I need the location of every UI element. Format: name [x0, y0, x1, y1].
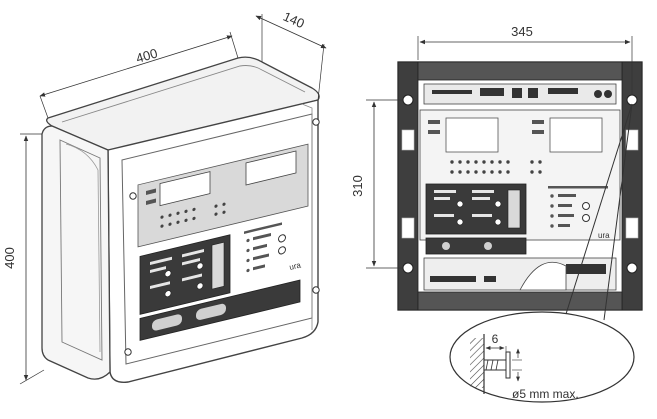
- right-rail: [621, 61, 643, 311]
- front-panel-graphics: [137, 143, 309, 341]
- mounting-holes: [402, 94, 638, 274]
- dim-screw-diameter-label: ø5 mm max.: [512, 387, 579, 401]
- dim-height-label: 400: [2, 247, 17, 269]
- screw-icon: [129, 192, 137, 200]
- control-panel: [139, 234, 231, 315]
- enclosure-side-face: [41, 125, 111, 380]
- right-dimensions: 345 310: [350, 24, 633, 269]
- display-window: [159, 171, 211, 207]
- display-window: [549, 117, 603, 153]
- enclosure-front-view: ura: [397, 61, 643, 311]
- brand-label: ura: [288, 260, 302, 271]
- display-window: [245, 150, 297, 186]
- left-dimensions: 400 140 400: [2, 9, 327, 385]
- dim-screw-length-label: 6: [492, 332, 499, 346]
- screw-icon: [312, 286, 320, 294]
- dim-mount-height-label: 310: [350, 175, 365, 197]
- dimension-line: [255, 15, 327, 49]
- detail-ellipse: [449, 311, 635, 403]
- screw-icon: [124, 348, 132, 356]
- dim-mount-width-label: 345: [511, 24, 533, 39]
- dim-width-label: 400: [134, 45, 159, 66]
- wall-hatch: [470, 338, 484, 388]
- screw-icon: [312, 118, 320, 126]
- dim-depth-label: 140: [281, 9, 307, 32]
- display-window: [445, 117, 499, 153]
- dimension-line: [39, 35, 233, 97]
- enclosure-perspective-view: ura: [41, 56, 320, 383]
- brand-label: ura: [598, 231, 610, 240]
- bottom-rail: [417, 291, 623, 311]
- side-bevel: [59, 139, 103, 361]
- top-rail: [417, 61, 623, 81]
- screw-detail: 6 ø5 mm max.: [449, 103, 635, 403]
